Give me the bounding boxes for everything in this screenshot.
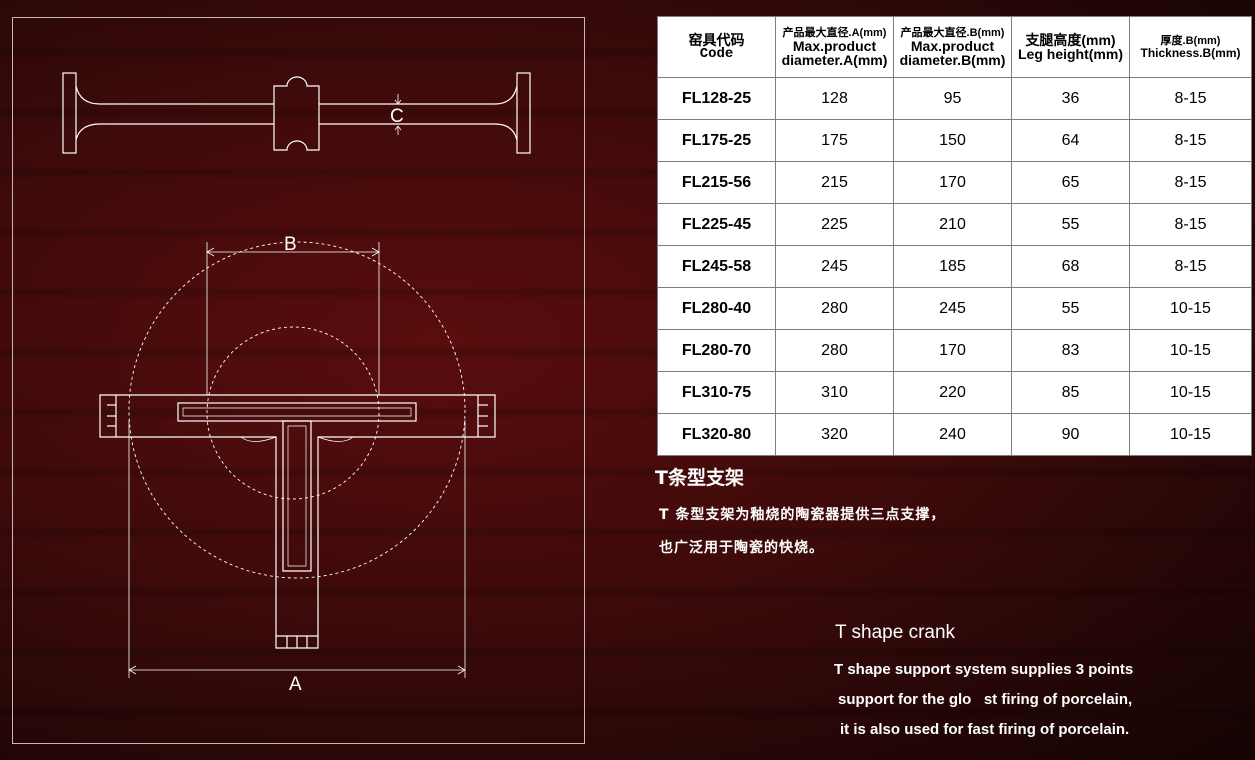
- side-view: [62, 72, 531, 154]
- cell-code: FL245-58: [657, 245, 776, 288]
- table-row: FL280-70 280 170 83 10-15: [657, 329, 1252, 372]
- label-a: A: [289, 674, 302, 695]
- cell-leg-height: 65: [1011, 161, 1130, 204]
- cell-thickness: 10-15: [1129, 371, 1252, 414]
- t-crank-technical-drawing: B A C: [62, 72, 531, 695]
- cell-leg-height: 90: [1011, 413, 1130, 456]
- cell-code: FL128-25: [657, 77, 776, 120]
- cell-leg-height: 83: [1011, 329, 1130, 372]
- label-b: B: [284, 234, 297, 255]
- header-leg-height: 支腿高度(mm) Leg height(mm): [1011, 16, 1130, 78]
- table-row: FL225-45 225 210 55 8-15: [657, 203, 1252, 246]
- cell-diameter-b: 170: [893, 161, 1012, 204]
- table-row: FL320-80 320 240 90 10-15: [657, 413, 1252, 456]
- title-cn: T条型支架: [655, 467, 744, 489]
- dimension-a: [128, 420, 466, 678]
- header-diameter-a: 产品最大直径.A(mm) Max.product diameter.A(mm): [775, 16, 894, 78]
- description-en: T shape support system supplies 3 points…: [834, 655, 1133, 745]
- table-row: FL280-40 280 245 55 10-15: [657, 287, 1252, 330]
- cell-diameter-a: 310: [775, 371, 894, 414]
- table-row: FL215-56 215 170 65 8-15: [657, 161, 1252, 204]
- cell-leg-height: 36: [1011, 77, 1130, 120]
- dimension-b: [206, 242, 380, 395]
- description-en-line: it is also used for fast firing of porce…: [840, 721, 1130, 738]
- header-diameter-b: 产品最大直径.B(mm) Max.product diameter.B(mm): [893, 16, 1012, 78]
- cell-code: FL175-25: [657, 119, 776, 162]
- inner-diameter-circle: [206, 326, 380, 500]
- cell-code: FL320-80: [657, 413, 776, 456]
- header-thickness: 厚度.B(mm) Thickness.B(mm): [1129, 16, 1252, 78]
- description-en-line: T shape support system supplies 3 points: [834, 661, 1134, 678]
- cell-thickness: 8-15: [1129, 161, 1252, 204]
- cell-diameter-a: 280: [775, 287, 894, 330]
- cell-thickness: 10-15: [1129, 329, 1252, 372]
- cell-leg-height: 55: [1011, 203, 1130, 246]
- cell-diameter-b: 240: [893, 413, 1012, 456]
- cell-code: FL310-75: [657, 371, 776, 414]
- cell-code: FL280-70: [657, 329, 776, 372]
- cell-thickness: 10-15: [1129, 287, 1252, 330]
- cell-leg-height: 55: [1011, 287, 1130, 330]
- t-shape-top-view: [99, 394, 496, 649]
- cell-diameter-a: 215: [775, 161, 894, 204]
- cell-thickness: 10-15: [1129, 413, 1252, 456]
- dimension-c: [394, 94, 402, 135]
- header-code: 窑具代码 Code: [657, 16, 776, 78]
- cell-code: FL225-45: [657, 203, 776, 246]
- description-cn-line: 也广泛用于陶瓷的快烧。: [659, 540, 824, 556]
- cell-thickness: 8-15: [1129, 245, 1252, 288]
- cell-leg-height: 68: [1011, 245, 1130, 288]
- cell-code: FL280-40: [657, 287, 776, 330]
- description-cn: T 条型支架为釉烧的陶瓷器提供三点支撑， 也广泛用于陶瓷的快烧。: [659, 499, 945, 565]
- cell-diameter-a: 175: [775, 119, 894, 162]
- cell-diameter-b: 210: [893, 203, 1012, 246]
- cell-diameter-a: 280: [775, 329, 894, 372]
- cell-leg-height: 64: [1011, 119, 1130, 162]
- cell-thickness: 8-15: [1129, 77, 1252, 120]
- cell-diameter-a: 245: [775, 245, 894, 288]
- cell-thickness: 8-15: [1129, 203, 1252, 246]
- outer-diameter-circle: [128, 241, 466, 579]
- drawing-frame: [12, 17, 585, 744]
- cell-diameter-b: 170: [893, 329, 1012, 372]
- cell-leg-height: 85: [1011, 371, 1130, 414]
- description-en-line: support for the glo st firing of porcela…: [838, 691, 1133, 708]
- cell-diameter-b: 220: [893, 371, 1012, 414]
- cell-thickness: 8-15: [1129, 119, 1252, 162]
- title-en: T shape crank: [835, 622, 956, 643]
- table-header-row: 窑具代码 Code 产品最大直径.A(mm) Max.product diame…: [657, 16, 1252, 78]
- table-row: FL310-75 310 220 85 10-15: [657, 371, 1252, 414]
- cell-diameter-b: 95: [893, 77, 1012, 120]
- table-row: FL175-25 175 150 64 8-15: [657, 119, 1252, 162]
- cell-diameter-b: 245: [893, 287, 1012, 330]
- table-row: FL128-25 128 95 36 8-15: [657, 77, 1252, 120]
- spec-table: 窑具代码 Code 产品最大直径.A(mm) Max.product diame…: [657, 16, 1252, 456]
- cell-diameter-b: 150: [893, 119, 1012, 162]
- cell-diameter-a: 320: [775, 413, 894, 456]
- table-row: FL245-58 245 185 68 8-15: [657, 245, 1252, 288]
- label-c: C: [390, 106, 404, 127]
- cell-code: FL215-56: [657, 161, 776, 204]
- cell-diameter-a: 225: [775, 203, 894, 246]
- description-cn-line: T 条型支架为釉烧的陶瓷器提供三点支撑，: [659, 507, 946, 523]
- cell-diameter-b: 185: [893, 245, 1012, 288]
- cell-diameter-a: 128: [775, 77, 894, 120]
